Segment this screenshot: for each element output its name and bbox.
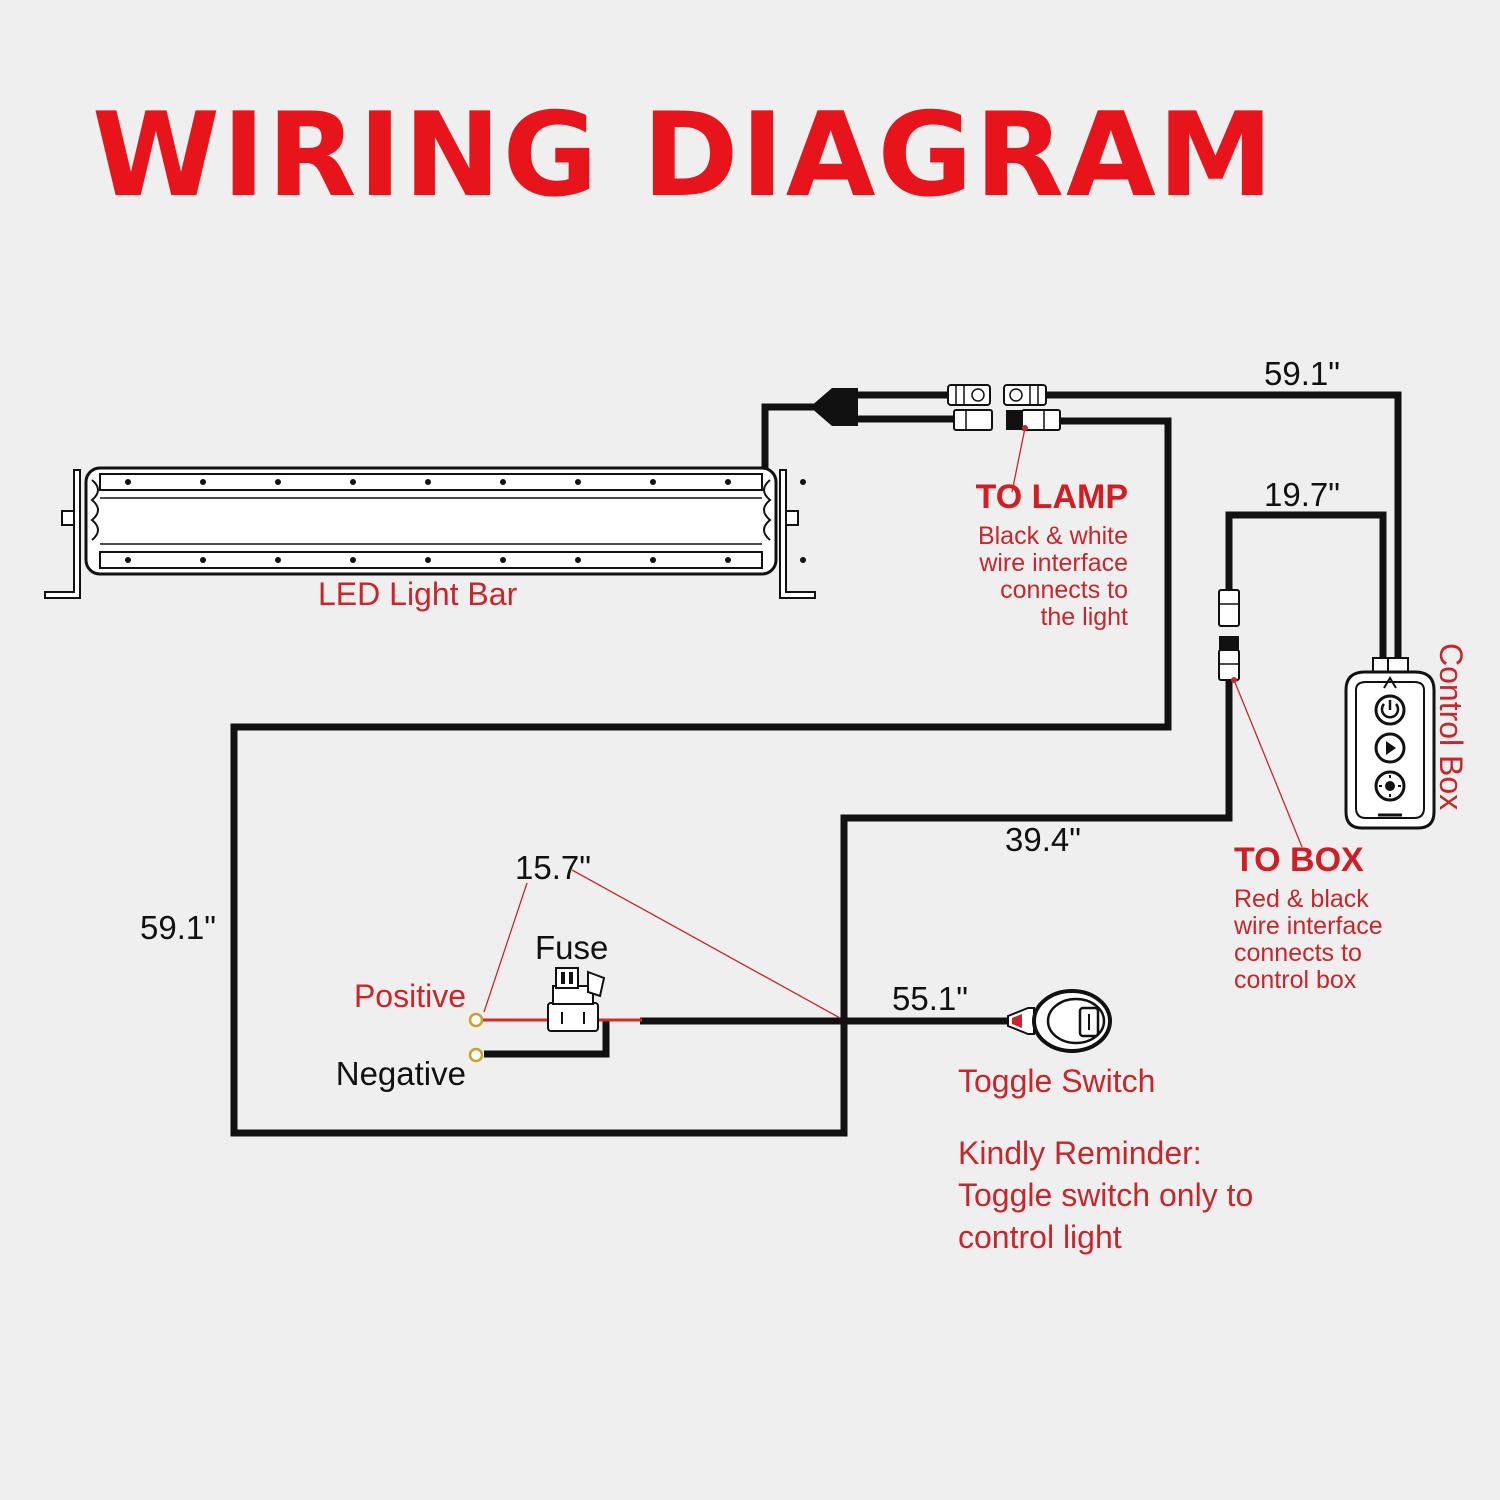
to-lamp-line-1: Black & white: [978, 522, 1128, 550]
bar-screw: [500, 479, 506, 485]
bar-screw: [725, 479, 731, 485]
toggle-switch-label: Toggle Switch: [958, 1063, 1155, 1099]
harness-wires: [230, 391, 1402, 1137]
lamp-connector-pair: [953, 409, 1061, 431]
reminder-line-2: Toggle switch only to: [958, 1177, 1253, 1213]
reminder-line-3: control light: [958, 1219, 1122, 1255]
diagram-title: WIRING DIAGRAM: [92, 88, 1275, 223]
reminder-line-1: Kindly Reminder:: [958, 1135, 1202, 1171]
length-switch-lead: 55.1": [892, 980, 968, 1017]
control-box-label: Control Box: [1433, 643, 1469, 810]
round-connector-pair: [947, 384, 1047, 406]
fuse-label: Fuse: [535, 929, 608, 966]
toggle-switch: [1007, 989, 1112, 1053]
bar-screw: [575, 479, 581, 485]
box-connector-pair: [1218, 589, 1240, 683]
bar-screw: [425, 479, 431, 485]
to-box-line-3: connects to: [1234, 939, 1362, 967]
bar-screw: [425, 557, 431, 563]
to-box-line-4: control box: [1234, 966, 1357, 994]
positive-label: Positive: [354, 978, 466, 1014]
light-bar-label: LED Light Bar: [318, 576, 518, 612]
negative-label: Negative: [336, 1055, 466, 1092]
length-top-right: 59.1": [1264, 355, 1340, 392]
to-box-heading: TO BOX: [1234, 841, 1364, 879]
positive-terminal: [468, 1012, 484, 1028]
bar-screw: [725, 557, 731, 563]
bar-screw: [350, 479, 356, 485]
bar-screw: [275, 557, 281, 563]
to-lamp-line-3: connects to: [1000, 576, 1128, 604]
length-box-lead: 19.7": [1264, 476, 1340, 513]
bar-screw: [650, 557, 656, 563]
length-battery-leads: 15.7": [515, 849, 591, 886]
bar-screw: [275, 479, 281, 485]
y-splitter: [810, 388, 858, 426]
bar-screw: [200, 479, 206, 485]
bar-screw: [800, 557, 806, 563]
to-lamp-line-4: the light: [1040, 603, 1128, 631]
to-lamp-heading: TO LAMP: [976, 478, 1128, 516]
bar-screw: [125, 557, 131, 563]
negative-terminal: [468, 1047, 484, 1063]
to-box-line-1: Red & black: [1234, 885, 1369, 913]
fuse-holder: [547, 967, 606, 1032]
bar-screw: [800, 479, 806, 485]
bar-screw: [650, 479, 656, 485]
to-lamp-line-2: wire interface: [978, 549, 1128, 577]
led-light-bar: [44, 466, 816, 599]
control-box: [1344, 657, 1436, 830]
length-left-loop: 59.1": [140, 909, 216, 946]
bar-screw: [200, 557, 206, 563]
bar-screw: [350, 557, 356, 563]
bar-screw: [500, 557, 506, 563]
to-box-line-2: wire interface: [1233, 912, 1383, 940]
length-middle: 39.4": [1005, 821, 1081, 858]
bar-screw: [125, 479, 131, 485]
bar-screw: [575, 557, 581, 563]
leader-lines: [483, 427, 1303, 1019]
